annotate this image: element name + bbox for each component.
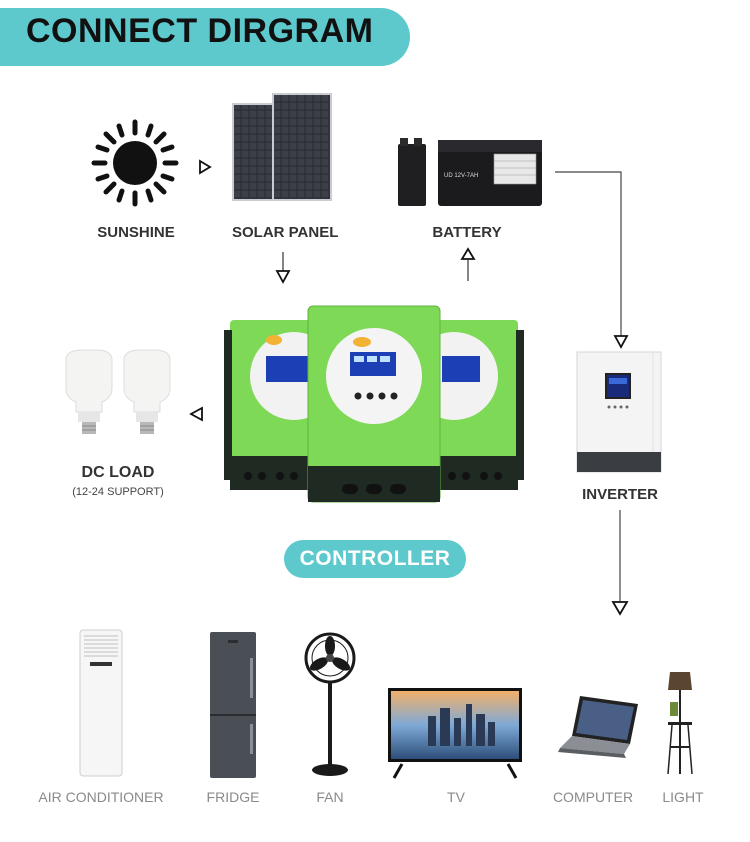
header-banner (0, 8, 410, 66)
inverter-label: INVERTER (582, 486, 658, 503)
appliance-label-fan: FAN (316, 789, 344, 805)
fridge-icon (210, 632, 256, 778)
appliance-label-computer: COMPUTER (552, 789, 634, 805)
battery-model-text: UD 12V-7AH (444, 173, 479, 179)
fan-icon (304, 632, 356, 776)
bulb-icon (65, 349, 171, 434)
appliance-label-tv: TV (447, 789, 465, 805)
air-conditioner-icon (79, 629, 123, 777)
controller-icon (224, 305, 524, 503)
appliance-label-air-conditioner: AIR CONDITIONER (38, 789, 164, 805)
floor-lamp-icon (667, 672, 693, 775)
tv-icon (388, 688, 522, 779)
inverter-icon (576, 351, 662, 473)
sun-icon (91, 119, 179, 207)
battery-inverter-connector (555, 171, 629, 349)
battery-icon (398, 138, 542, 206)
arrow-up-icon (460, 247, 476, 281)
solar-panel-icon (232, 93, 332, 201)
arrow-left-icon (189, 406, 203, 422)
inverter-appliance-connector (611, 510, 629, 616)
appliance-label-light: LIGHT (662, 789, 704, 805)
controller-label: CONTROLLER (299, 547, 451, 570)
arrow-right-icon (199, 159, 212, 175)
page-title: CONNECT DIRGRAM (26, 12, 374, 50)
solar-panel-label: SOLAR PANEL (232, 224, 339, 241)
sunshine-label: SUNSHINE (97, 224, 175, 241)
battery-label: BATTERY (432, 224, 502, 241)
controller-badge: CONTROLLER (284, 540, 466, 578)
laptop-icon (558, 696, 638, 758)
arrow-down-icon (275, 252, 291, 284)
appliance-label-fridge: FRIDGE (206, 789, 260, 805)
dc-load-label: DC LOAD (81, 464, 155, 481)
dc-load-note: (12-24 SUPPORT) (72, 486, 164, 498)
